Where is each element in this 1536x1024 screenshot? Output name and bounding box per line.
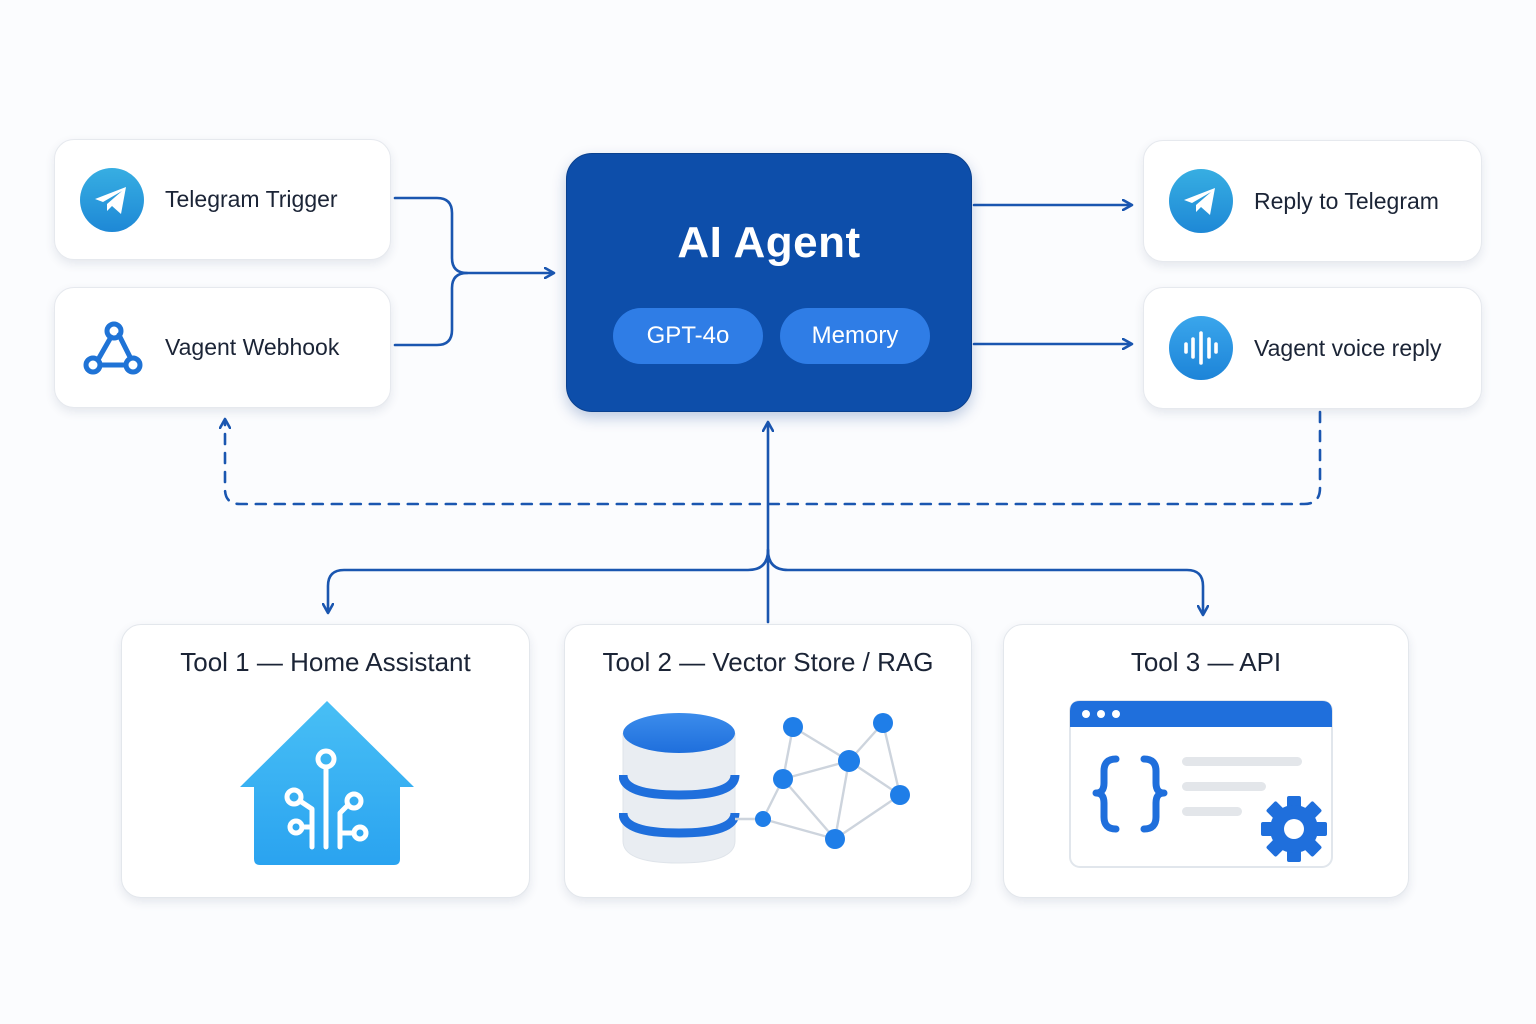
webhook-icon bbox=[79, 315, 145, 381]
tool-vector-store-card[interactable]: Tool 2 — Vector Store / RAG bbox=[564, 624, 972, 898]
webhook-to-agent-line bbox=[393, 271, 469, 347]
bus-to-tool3-line bbox=[766, 548, 1203, 614]
voice-waveform-icon bbox=[1168, 315, 1234, 381]
telegram-to-agent-line bbox=[393, 196, 553, 273]
output-label: Reply to Telegram bbox=[1254, 187, 1439, 214]
tool-home-assistant-card[interactable]: Tool 1 — Home Assistant bbox=[121, 624, 530, 898]
feedback-loop-line bbox=[225, 410, 1322, 506]
telegram-icon bbox=[79, 167, 145, 233]
gear-icon bbox=[1258, 793, 1330, 865]
tool-title: Tool 2 — Vector Store / RAG bbox=[602, 647, 934, 677]
knowledge-graph-icon bbox=[735, 713, 910, 849]
input-label: Telegram Trigger bbox=[165, 186, 338, 212]
memory-chip[interactable]: Memory bbox=[780, 308, 930, 364]
input-label: Vagent Webhook bbox=[165, 334, 340, 360]
gpt-4o-chip[interactable]: GPT-4o bbox=[613, 308, 763, 364]
tool-title: Tool 1 — Home Assistant bbox=[180, 647, 471, 677]
reply-to-telegram-node[interactable]: Reply to Telegram bbox=[1143, 140, 1482, 262]
database-graph-icon bbox=[619, 713, 910, 864]
telegram-icon bbox=[1168, 168, 1234, 234]
tool-api-card[interactable]: Tool 3 — API bbox=[1003, 624, 1409, 898]
api-window-icon bbox=[1069, 700, 1333, 868]
database-icon bbox=[619, 713, 740, 864]
agent-title: AI Agent bbox=[677, 218, 861, 267]
vagent-webhook-node[interactable]: Vagent Webhook bbox=[54, 287, 391, 408]
tool-title: Tool 3 — API bbox=[1130, 647, 1282, 677]
ai-agent-node[interactable]: AI Agent GPT-4o Memory bbox=[566, 153, 972, 412]
bus-to-tool1-line bbox=[328, 548, 770, 612]
telegram-trigger-node[interactable]: Telegram Trigger bbox=[54, 139, 391, 260]
vagent-voice-reply-node[interactable]: Vagent voice reply bbox=[1143, 287, 1482, 409]
curly-braces-icon bbox=[1092, 755, 1168, 833]
output-label: Vagent voice reply bbox=[1254, 334, 1442, 361]
home-assistant-icon bbox=[240, 701, 414, 865]
